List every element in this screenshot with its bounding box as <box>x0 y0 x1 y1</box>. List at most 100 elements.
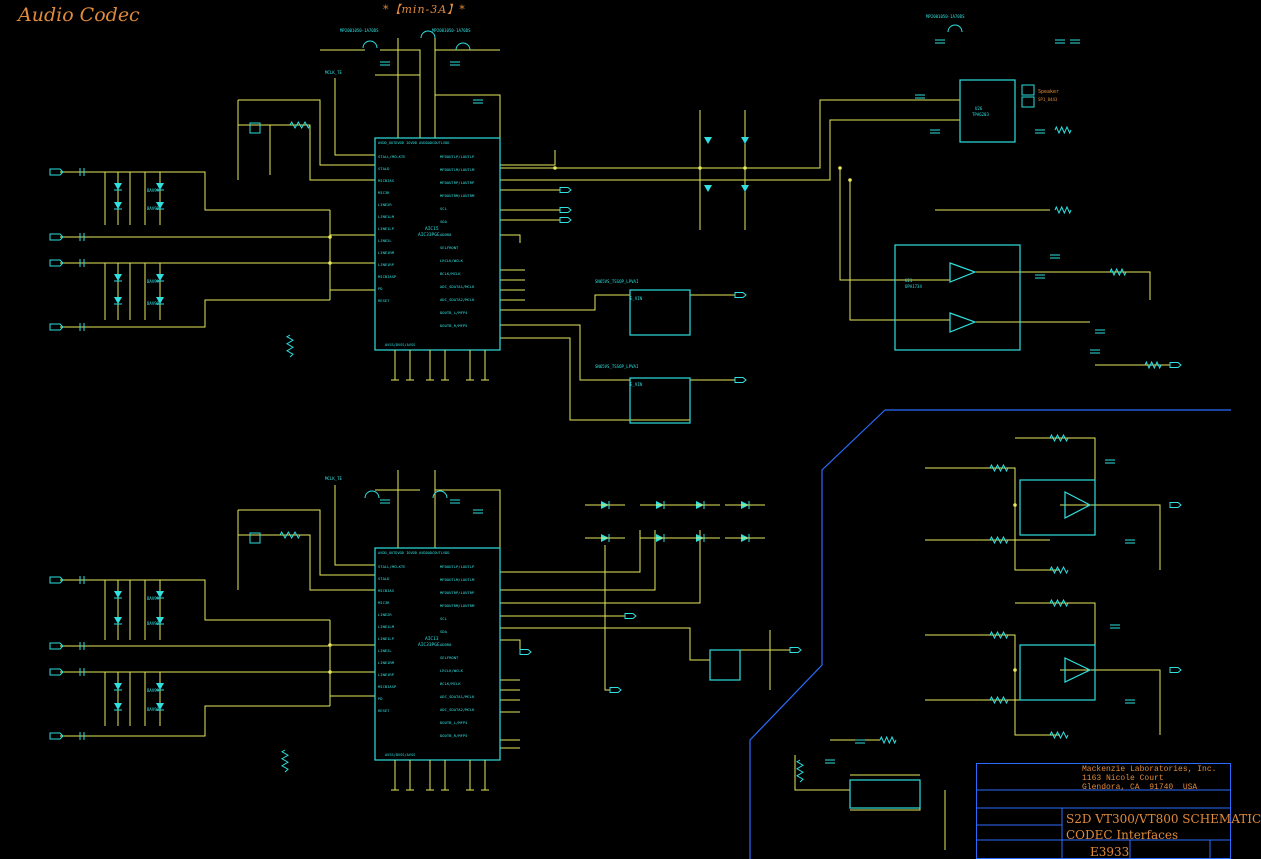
input-port <box>49 168 64 176</box>
diode-label: BAV99 <box>147 188 160 193</box>
codec-right-pin: LRCLK/WCLK <box>440 668 464 673</box>
codec-chip-bottom <box>374 547 501 761</box>
codec-left-pin: STALD <box>378 576 390 581</box>
diode-label: BAV99 <box>147 206 160 211</box>
diode-symbol <box>704 185 712 192</box>
codec-right-pin: ADC_SDATA2/MCLK <box>440 297 475 302</box>
junction-dot <box>743 166 747 170</box>
diode-symbol <box>156 274 164 281</box>
net-port <box>624 613 637 619</box>
diode-symbol <box>114 183 122 190</box>
codec-ref: AIC13 <box>425 636 439 642</box>
title-block-company: Mackenzie Laboratories, Inc. 1163 Nicole… <box>1082 765 1216 792</box>
codec-left-pin: LINE2L <box>378 238 392 243</box>
resistor <box>879 735 897 745</box>
opamp-part: OPA1734 <box>905 284 922 289</box>
junction-dot <box>698 166 702 170</box>
resistor <box>1054 205 1072 215</box>
net-port <box>519 649 532 655</box>
schematic-canvas: BAV99BAV99BAV99BAV99BAV99BAV99BAV99BAV99… <box>49 14 1231 859</box>
codec-right-pin: ADDR0 <box>440 642 452 647</box>
resistor <box>1049 433 1069 443</box>
wire-net <box>60 38 1170 850</box>
codec-right-pin: BCLK/MCLK <box>440 681 461 686</box>
codec-left-pin: PD <box>378 696 383 701</box>
opamp-box-4 <box>1019 644 1096 701</box>
codec-right-pin: ADC_SDATA2/MCLK <box>440 707 475 712</box>
resistor <box>1144 360 1162 370</box>
codec-left-pin: LINE1RP <box>378 262 395 267</box>
diode-symbol <box>156 683 164 690</box>
junction-dot <box>328 670 332 674</box>
codec-left-pin: LINE1LP <box>378 636 395 641</box>
net-port <box>1169 362 1182 368</box>
company-address-2: Glendora, CA 91740 USA <box>1082 783 1198 792</box>
input-port <box>49 259 64 267</box>
diode-label: BAV99 <box>147 279 160 284</box>
codec-right-pin: MFDOUTRM/LOUTRM <box>440 603 475 608</box>
input-port <box>49 732 64 740</box>
diode-label: BAV99 <box>147 301 160 306</box>
codec-left-pin: MICBIASP <box>378 274 397 279</box>
diode-symbol <box>156 202 164 209</box>
input-port <box>49 233 64 241</box>
codec-right-pin: LRCLK/WCLK <box>440 258 464 263</box>
input-port <box>49 323 64 331</box>
opamp-triangle-2 <box>949 312 977 333</box>
codec-right-pin: MFDOUTLM/LOUTLM <box>440 167 475 172</box>
input-port <box>49 668 64 676</box>
codec-right-pin: MFDOUTLP/LOUTLP <box>440 564 475 569</box>
codec-left-pin: PD <box>378 286 383 291</box>
ic-bodies <box>374 79 1096 809</box>
codec-left-pin: MICBIASP <box>378 684 397 689</box>
codec-left-pin: STALL/MCLKTE <box>378 564 406 569</box>
opamp-triangle-4 <box>1064 657 1092 683</box>
codec-right-pin: DOUTB_L/MFP4 <box>440 310 468 315</box>
power-label: MP2001050-1A70DS <box>432 28 471 33</box>
codec-right-pin: MFDOUTLP/LOUTLP <box>440 154 475 159</box>
junction-dot <box>328 261 332 265</box>
diode-symbol <box>704 137 712 144</box>
codec-left-pin: LINE1RM <box>378 660 395 665</box>
codec-left-pin: STALL/MCLKTE <box>378 154 406 159</box>
codec-left-pin: LINE2R <box>378 202 392 207</box>
codec-right-pin: MFDOUTRM/LOUTRM <box>440 193 475 198</box>
buffer-label: SN65VS_TSSOP_LPVAI <box>595 279 639 284</box>
junction-dot <box>328 235 332 239</box>
codec-chip-top <box>374 137 501 351</box>
diode-symbol <box>114 202 122 209</box>
company-address-1: 1163 Nicole Court <box>1082 774 1164 783</box>
resistor <box>289 120 311 130</box>
net-port <box>609 687 622 693</box>
buffer-pin-label: E_VIN <box>630 296 643 301</box>
resistor <box>279 530 301 540</box>
diode-label: BAV99 <box>147 621 160 626</box>
codec-left-pin: MICBIAS <box>378 588 395 593</box>
codec-right-pin: SDA <box>440 629 448 634</box>
diode-symbol <box>156 591 164 598</box>
codec-right-pin: DOUTB_L/MFP4 <box>440 720 468 725</box>
diode-symbol <box>114 703 122 710</box>
diode-symbol <box>741 185 749 192</box>
diode-symbol <box>114 591 122 598</box>
resistor-vertical <box>286 334 294 358</box>
net-port <box>734 292 747 298</box>
power-label: MP2001050-1A70DS <box>926 14 965 19</box>
codec-ref: AIC15 <box>425 226 439 232</box>
diode-symbol <box>114 274 122 281</box>
codec-left-pin: RESET <box>378 298 390 303</box>
buffer-chip-2 <box>629 377 691 424</box>
codec-right-pin: ADC_SDATA1/MCLK <box>440 694 475 699</box>
buffer-pin-label: E_VIN <box>630 382 643 387</box>
codec-right-pin: SDA <box>440 219 448 224</box>
regulator-chip <box>849 779 921 809</box>
codec-right-pin: SCL <box>440 616 448 621</box>
net-port <box>1169 502 1182 508</box>
resistor <box>1049 598 1069 608</box>
codec-left-pin: LINE1LM <box>378 214 395 219</box>
crystal <box>249 532 261 544</box>
opamp-ref: U21 <box>905 278 913 283</box>
codec-part: AIC33PGE <box>418 232 440 238</box>
resistor <box>989 535 1009 545</box>
codec-right-pin: SELFRONT <box>440 245 459 250</box>
